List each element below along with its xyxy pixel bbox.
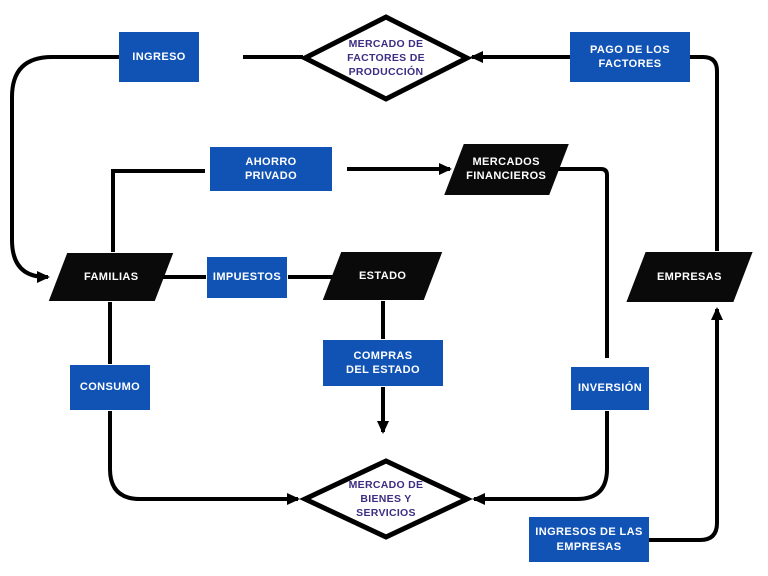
node-compras-estado-label: COMPRAS DEL ESTADO: [346, 349, 420, 376]
node-empresas-label: EMPRESAS: [657, 270, 722, 283]
node-ahorro-privado-label: AHORRO PRIVADO: [244, 155, 298, 182]
node-consumo-label: CONSUMO: [79, 381, 141, 394]
bienes-market-diamond: [299, 458, 473, 540]
node-ingresos-empresas: INGRESOS DE LAS EMPRESAS: [529, 517, 649, 562]
arrow-ingreso-to-familias: [10, 55, 119, 283]
arrow-ingresos-to-empresas: [649, 307, 723, 542]
node-ingreso-label: INGRESO: [132, 50, 186, 63]
line-familias-to-ahorro: [111, 169, 205, 252]
node-impuestos: IMPUESTOS: [207, 257, 287, 298]
factores-market-diamond: [299, 14, 473, 102]
node-ahorro-privado: AHORRO PRIVADO: [210, 147, 332, 191]
arrow-inversion-to-bienes: [472, 411, 609, 505]
node-inversion-label: INVERSIÓN: [577, 382, 643, 395]
node-estado: ESTADO: [322, 252, 443, 300]
line-financieros-to-inversion: [558, 167, 609, 358]
node-ingresos-empresas-label: INGRESOS DE LAS EMPRESAS: [535, 526, 643, 553]
node-mercados-financieros-label: MERCADOS FINANCIEROS: [466, 156, 547, 183]
node-empresas: EMPRESAS: [626, 252, 753, 302]
node-inversion: INVERSIÓN: [571, 367, 649, 410]
node-impuestos-label: IMPUESTOS: [212, 271, 282, 284]
node-mercado-factores-label: MERCADO DE FACTORES DE PRODUCCIÓN: [347, 37, 425, 79]
node-ingreso: INGRESO: [119, 32, 199, 82]
node-mercados-financieros: MERCADOS FINANCIEROS: [444, 144, 569, 195]
node-compras-estado: COMPRAS DEL ESTADO: [323, 340, 443, 386]
node-mercado-bienes-label: MERCADO DE BIENES Y SERVICIOS: [348, 478, 424, 520]
arrow-consumo-to-bienes: [108, 411, 300, 505]
node-pago-factores-label: PAGO DE LOS FACTORES: [590, 43, 670, 70]
line-empresas-to-pago: [690, 55, 719, 251]
node-consumo: CONSUMO: [70, 365, 150, 410]
node-estado-label: ESTADO: [358, 269, 407, 282]
node-familias: FAMILIAS: [48, 253, 174, 301]
node-pago-factores: PAGO DE LOS FACTORES: [570, 32, 690, 82]
node-familias-label: FAMILIAS: [83, 270, 139, 283]
